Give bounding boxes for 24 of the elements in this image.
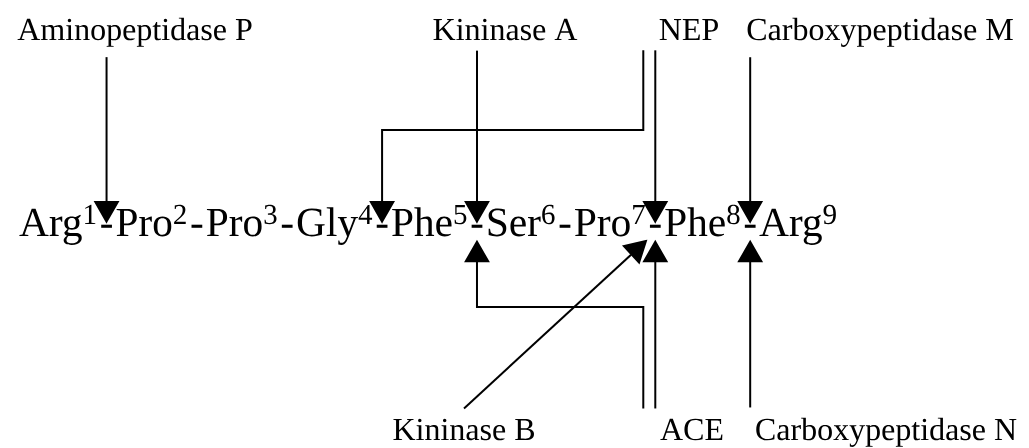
residue-label: Pro$^{7}$ (575, 205, 645, 237)
residue-label: Pro$^{2}$ (116, 204, 186, 237)
residue-label: Gly$^{4}$ (297, 204, 373, 245)
residue-label: Arg$^{1}$ (19, 204, 96, 245)
enzyme-label: Kininase A (433, 18, 578, 41)
enzyme-label: ACE (660, 418, 723, 441)
residue-label: Phe$^{5}$ (392, 205, 467, 237)
enzyme-label: Kininase B (393, 418, 534, 441)
bond-hyphen: - (649, 224, 661, 228)
residue-label: Ser$^{6}$ (488, 204, 555, 237)
enzyme-label: Carboxypeptidase M (747, 17, 1013, 47)
bond-hyphen: - (281, 224, 293, 228)
bond-hyphen: - (191, 224, 203, 228)
enzyme-label: Aminopeptidase P (17, 17, 252, 47)
bond-hyphen: - (744, 224, 756, 228)
bond-hyphen: - (559, 224, 571, 228)
residue-label: Arg$^{9}$ (759, 204, 836, 245)
bond-hyphen: - (471, 224, 483, 228)
enzyme-label: NEP (659, 19, 718, 40)
bond-hyphen: - (101, 224, 112, 228)
residue-label: Phe$^{8}$ (665, 204, 740, 237)
bond-hyphen: - (376, 224, 388, 228)
enzyme-label: Carboxypeptidase N (756, 417, 1017, 447)
residue-label: Pro$^{3}$ (206, 204, 277, 237)
